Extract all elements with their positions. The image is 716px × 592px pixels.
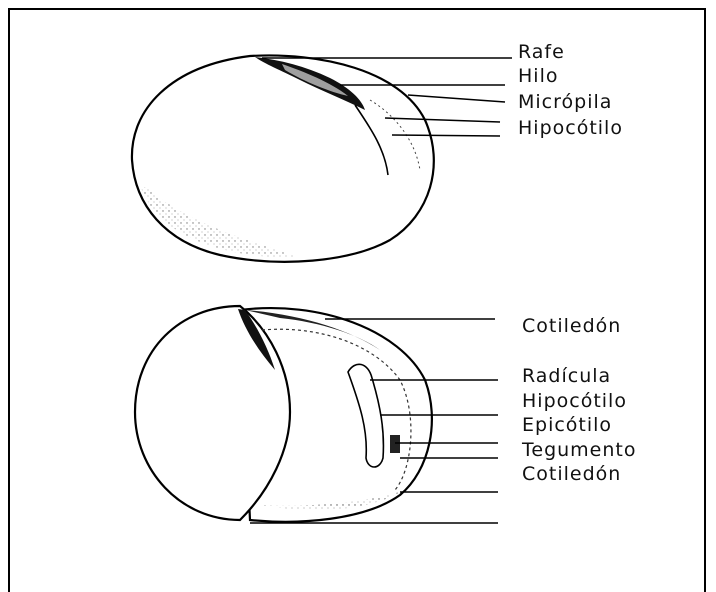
bottom-seed-cotyledon: [135, 306, 290, 520]
label-radicula: Radícula: [522, 366, 611, 386]
label-cotiledon-bottom: Cotiledón: [522, 464, 621, 484]
label-cotiledon-top: Cotiledón: [522, 316, 621, 336]
label-rafe: Rafe: [518, 42, 565, 62]
top-seed: [132, 55, 434, 261]
top-seed-outline: [132, 55, 434, 261]
label-tegumento: Tegumento: [522, 440, 636, 460]
label-hilo: Hilo: [518, 66, 558, 86]
label-epicotilo: Epicótilo: [522, 415, 612, 435]
label-hipocotilo-top: Hipocótilo: [518, 118, 623, 138]
label-hipocotilo-bottom: Hipocótilo: [522, 391, 627, 411]
bottom-seed: [135, 306, 432, 522]
label-micropila: Micrópila: [518, 92, 612, 112]
